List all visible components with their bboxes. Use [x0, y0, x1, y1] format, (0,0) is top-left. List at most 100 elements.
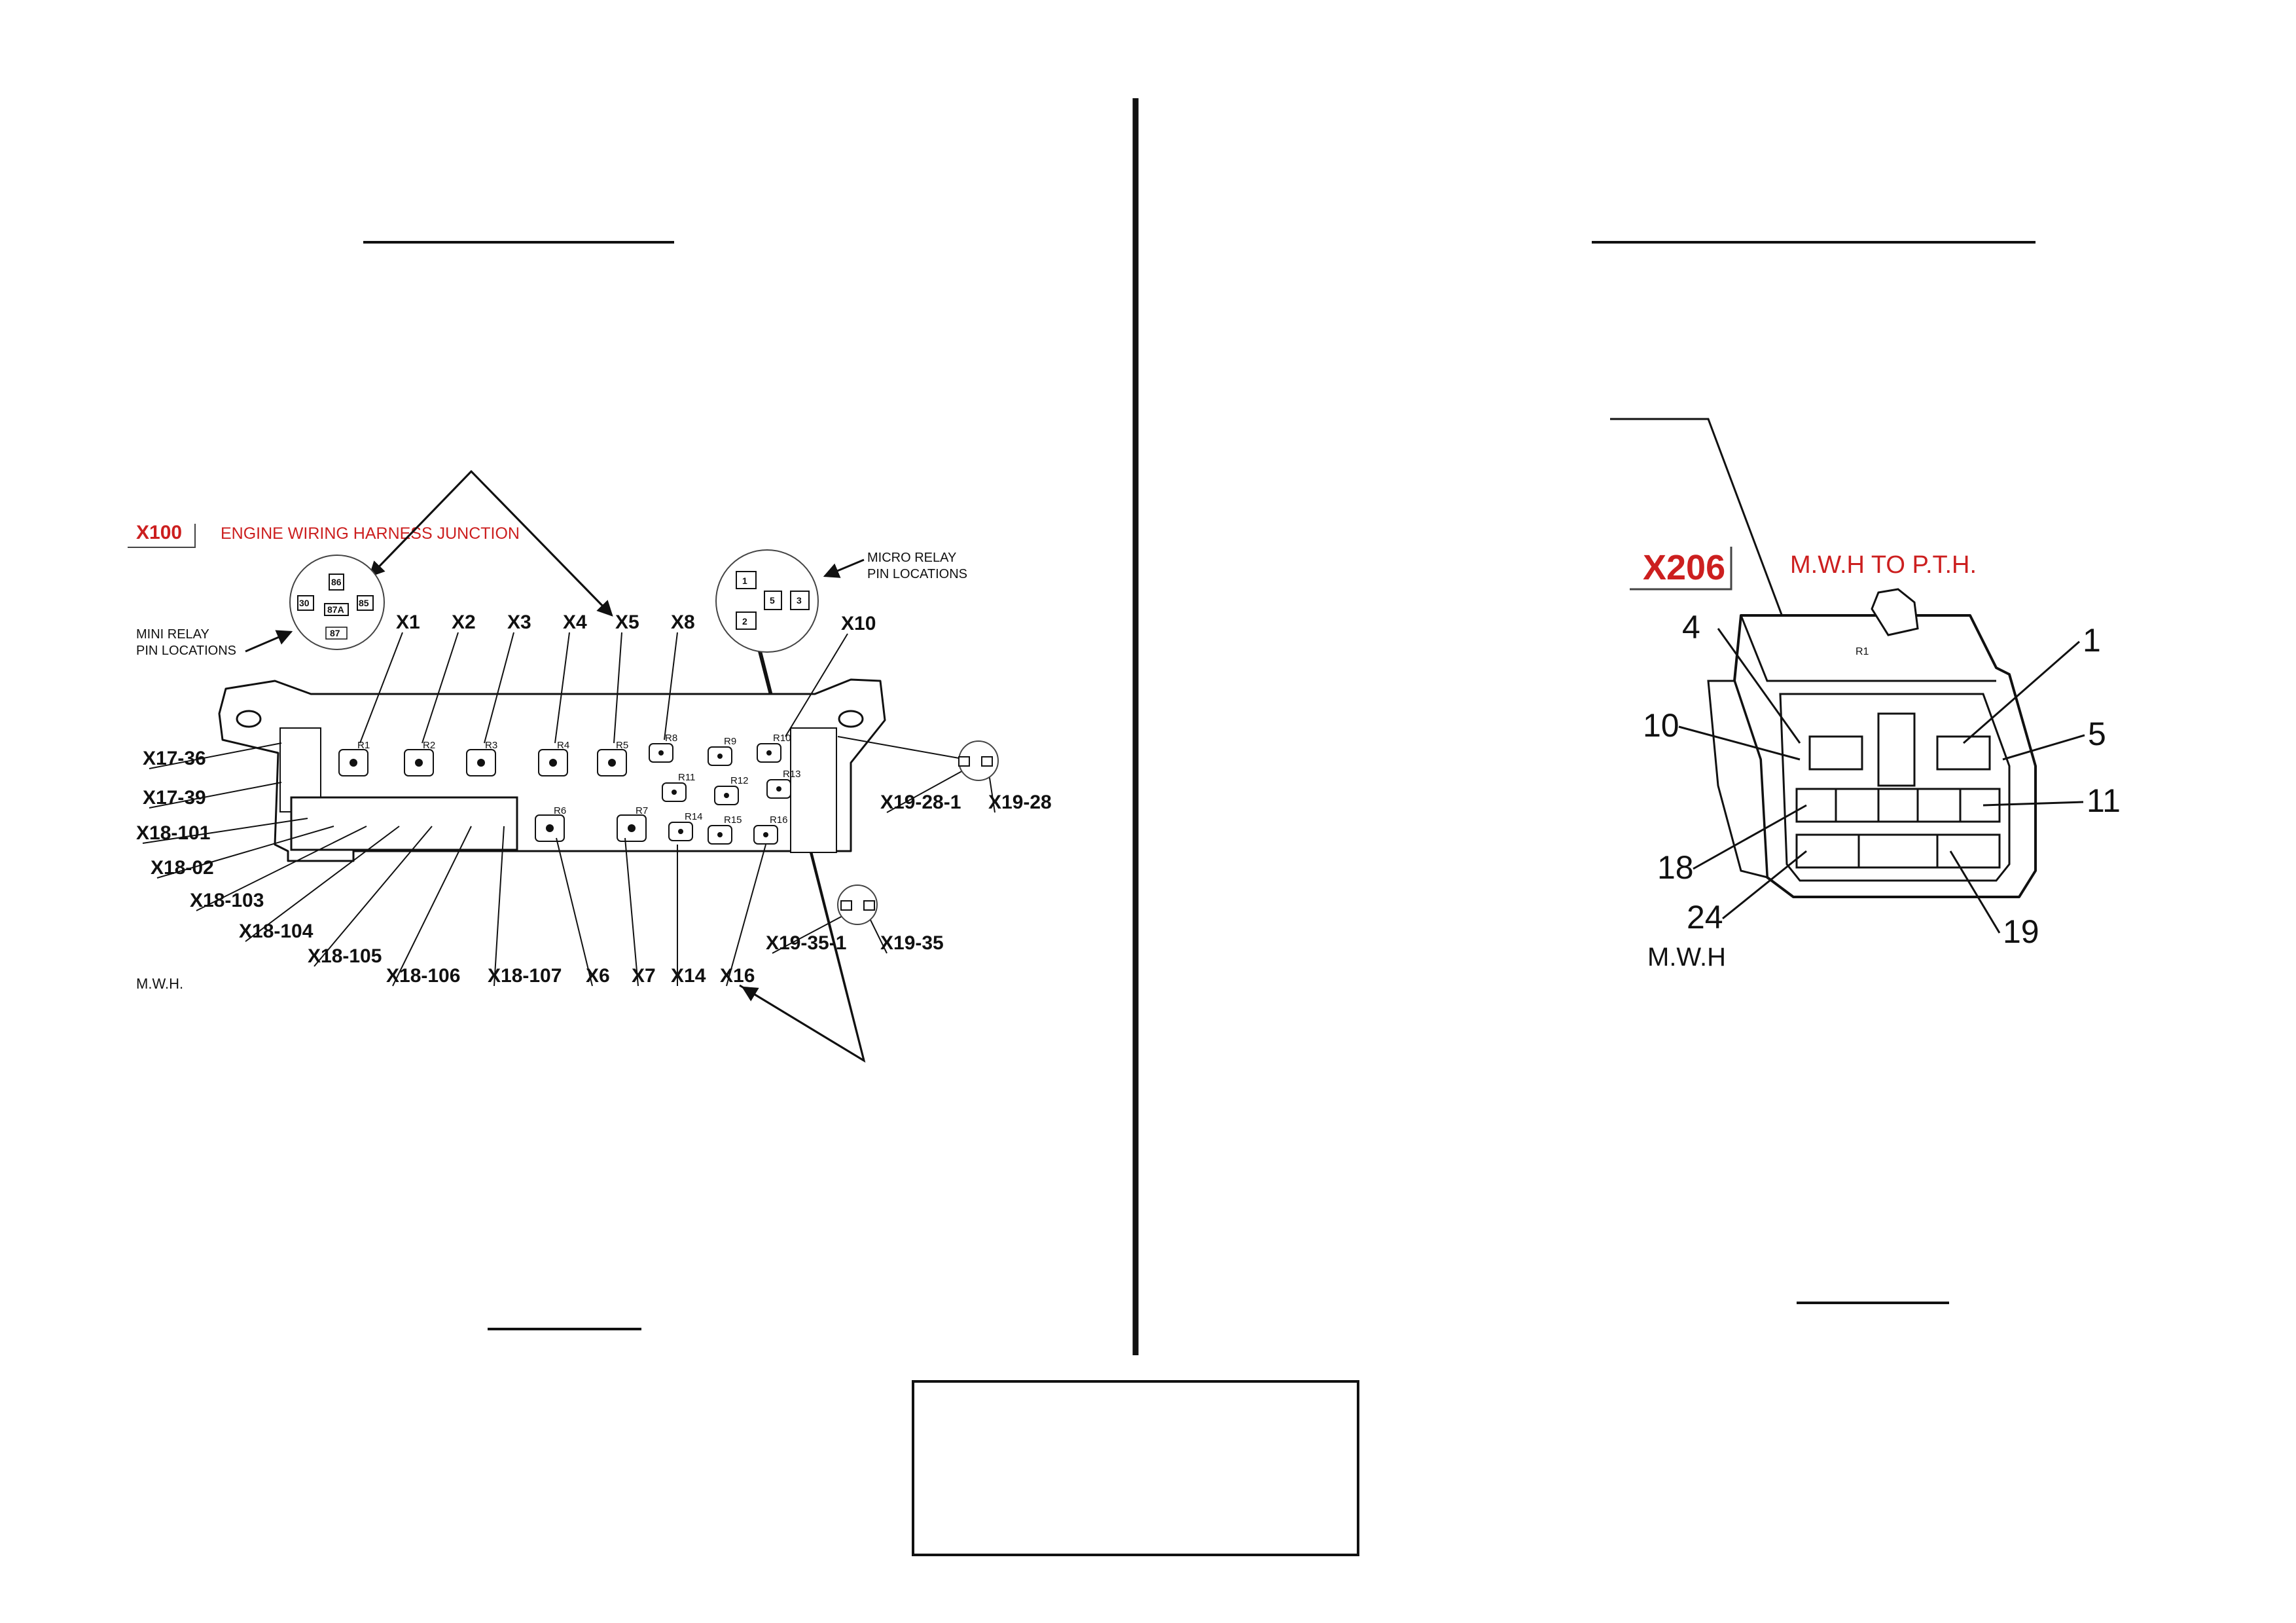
svg-text:X18-104: X18-104	[239, 921, 314, 942]
svg-text:1: 1	[742, 575, 747, 586]
x19-35-plug-inset	[837, 884, 878, 925]
connector-label-left-3: X18-02	[151, 826, 334, 879]
relay-socket-16: R16	[753, 814, 788, 845]
x100-connector-labels: X1 X2 X3 X4 X5 X8 X10X17-36X17-39X18-101X18-02…	[136, 611, 1052, 987]
connector-label-left-7: X18-106	[386, 826, 472, 987]
svg-text:X14: X14	[671, 965, 706, 987]
svg-text:X18-101: X18-101	[136, 822, 210, 844]
connector-label-left-6: X18-105	[308, 826, 433, 967]
x100-footer: M.W.H.	[136, 976, 183, 992]
relay-socket-1: R1	[338, 740, 370, 776]
connector-label-left-2: X18-101	[136, 818, 308, 844]
svg-text:3: 3	[797, 595, 802, 606]
connector-label-left-1: X17-39	[143, 782, 282, 809]
relay-label: R15	[724, 814, 742, 826]
svg-text:X18-107: X18-107	[488, 965, 562, 987]
connector-label-top-1: X2	[422, 611, 476, 744]
connector-label-top-4: X5	[613, 611, 639, 744]
connector-label-right-3: X19-35	[867, 913, 944, 954]
x206-code: X206	[1643, 548, 1725, 587]
relay-socket-8: R8	[649, 733, 677, 763]
svg-text:4: 4	[1682, 609, 1700, 646]
svg-text:24: 24	[1687, 899, 1723, 936]
svg-text:X2: X2	[452, 611, 476, 633]
svg-text:X19-35: X19-35	[880, 932, 944, 954]
svg-text:X19-28: X19-28	[988, 792, 1052, 813]
svg-text:86: 86	[331, 577, 342, 587]
connector-label-top-6: X10	[785, 613, 876, 737]
svg-text:2: 2	[742, 616, 747, 627]
relay-label: R14	[685, 811, 703, 822]
relay-socket-11: R11	[662, 772, 695, 802]
svg-text:X16: X16	[720, 965, 755, 987]
relay-label: R16	[770, 814, 788, 826]
relay-label: R9	[724, 736, 736, 747]
relay-socket-13: R13	[766, 769, 801, 799]
connector-label-top-0: X1	[359, 611, 420, 744]
svg-text:PIN LOCATIONS: PIN LOCATIONS	[136, 644, 236, 658]
micro-relay-label: MICRO RELAY	[867, 551, 956, 565]
relay-label: R12	[730, 775, 749, 786]
x206-code-bracket	[1630, 547, 1732, 591]
relay-label: R3	[485, 740, 497, 751]
connector-label-top-5: X8	[664, 611, 695, 740]
connector-label-bottom-2: X14	[671, 845, 706, 987]
svg-text:5: 5	[770, 595, 775, 606]
relay-socket-12: R12	[714, 775, 749, 805]
x206-pin-labels: 4 1 10 5 11 18 24 19	[1643, 609, 2121, 950]
relay-socket-14: R14	[668, 811, 703, 841]
mini-relay-label: MINI RELAY	[136, 627, 209, 642]
x206-pin-label-5: 18	[1657, 804, 1807, 886]
connector-label-top-3: X4	[554, 611, 587, 744]
svg-text:X18-02: X18-02	[151, 857, 214, 879]
relay-label: R11	[678, 772, 695, 783]
relay-socket-5: R5	[597, 740, 628, 776]
svg-text:X19-28-1: X19-28-1	[880, 792, 961, 813]
x206-pin-label-7: 19	[1949, 850, 2039, 950]
svg-text:X18-105: X18-105	[308, 945, 382, 967]
svg-text:X7: X7	[632, 965, 656, 987]
relay-label: R10	[773, 733, 791, 744]
svg-text:87: 87	[330, 628, 340, 638]
svg-text:10: 10	[1643, 707, 1679, 744]
svg-text:85: 85	[359, 598, 369, 608]
relay-socket-15: R15	[708, 814, 742, 845]
svg-text:5: 5	[2088, 716, 2106, 752]
svg-text:1: 1	[2083, 622, 2101, 659]
connector-label-left-4: X18-103	[190, 826, 367, 911]
relay-label: R4	[557, 740, 569, 751]
relay-socket-7: R7	[617, 805, 648, 842]
svg-text:X10: X10	[841, 613, 876, 634]
svg-text:X17-36: X17-36	[143, 748, 206, 769]
relay-label: R6	[554, 805, 566, 816]
x206-pin-label-4: 11	[1982, 782, 2121, 819]
connector-label-right-0: X19-28-1	[880, 769, 966, 813]
connector-label-top-2: X3	[484, 611, 531, 744]
x206-footer: M.W.H	[1647, 943, 1726, 972]
svg-text:X17-39: X17-39	[143, 787, 206, 809]
x206-pin-label-1: 1	[1963, 622, 2101, 744]
connector-label-right-2: X19-35-1	[766, 913, 848, 954]
svg-text:19: 19	[2003, 913, 2039, 950]
svg-text:X18-106: X18-106	[386, 965, 460, 987]
x206-pin-label-6: 24	[1687, 850, 1807, 936]
x100-code-bracket	[128, 524, 196, 548]
relay-label: R2	[423, 740, 435, 751]
svg-text:X3: X3	[507, 611, 531, 633]
relay-socket-3: R3	[466, 740, 497, 776]
title-block-box	[912, 1380, 1359, 1556]
x206-pin-label-0: 4	[1682, 609, 1801, 744]
svg-text:PIN LOCATIONS: PIN LOCATIONS	[867, 567, 967, 581]
relay-label: R7	[636, 805, 648, 816]
relay-socket-2: R2	[404, 740, 435, 776]
connector-label-bottom-0: X6	[556, 837, 610, 987]
svg-text:X5: X5	[615, 611, 639, 633]
svg-text:11: 11	[2087, 782, 2121, 819]
relay-socket-6: R6	[535, 805, 566, 842]
x206-pin-label-3: 5	[2002, 716, 2106, 761]
x206-connector-body: R1	[1707, 588, 2037, 898]
relay-label: R8	[665, 733, 677, 744]
